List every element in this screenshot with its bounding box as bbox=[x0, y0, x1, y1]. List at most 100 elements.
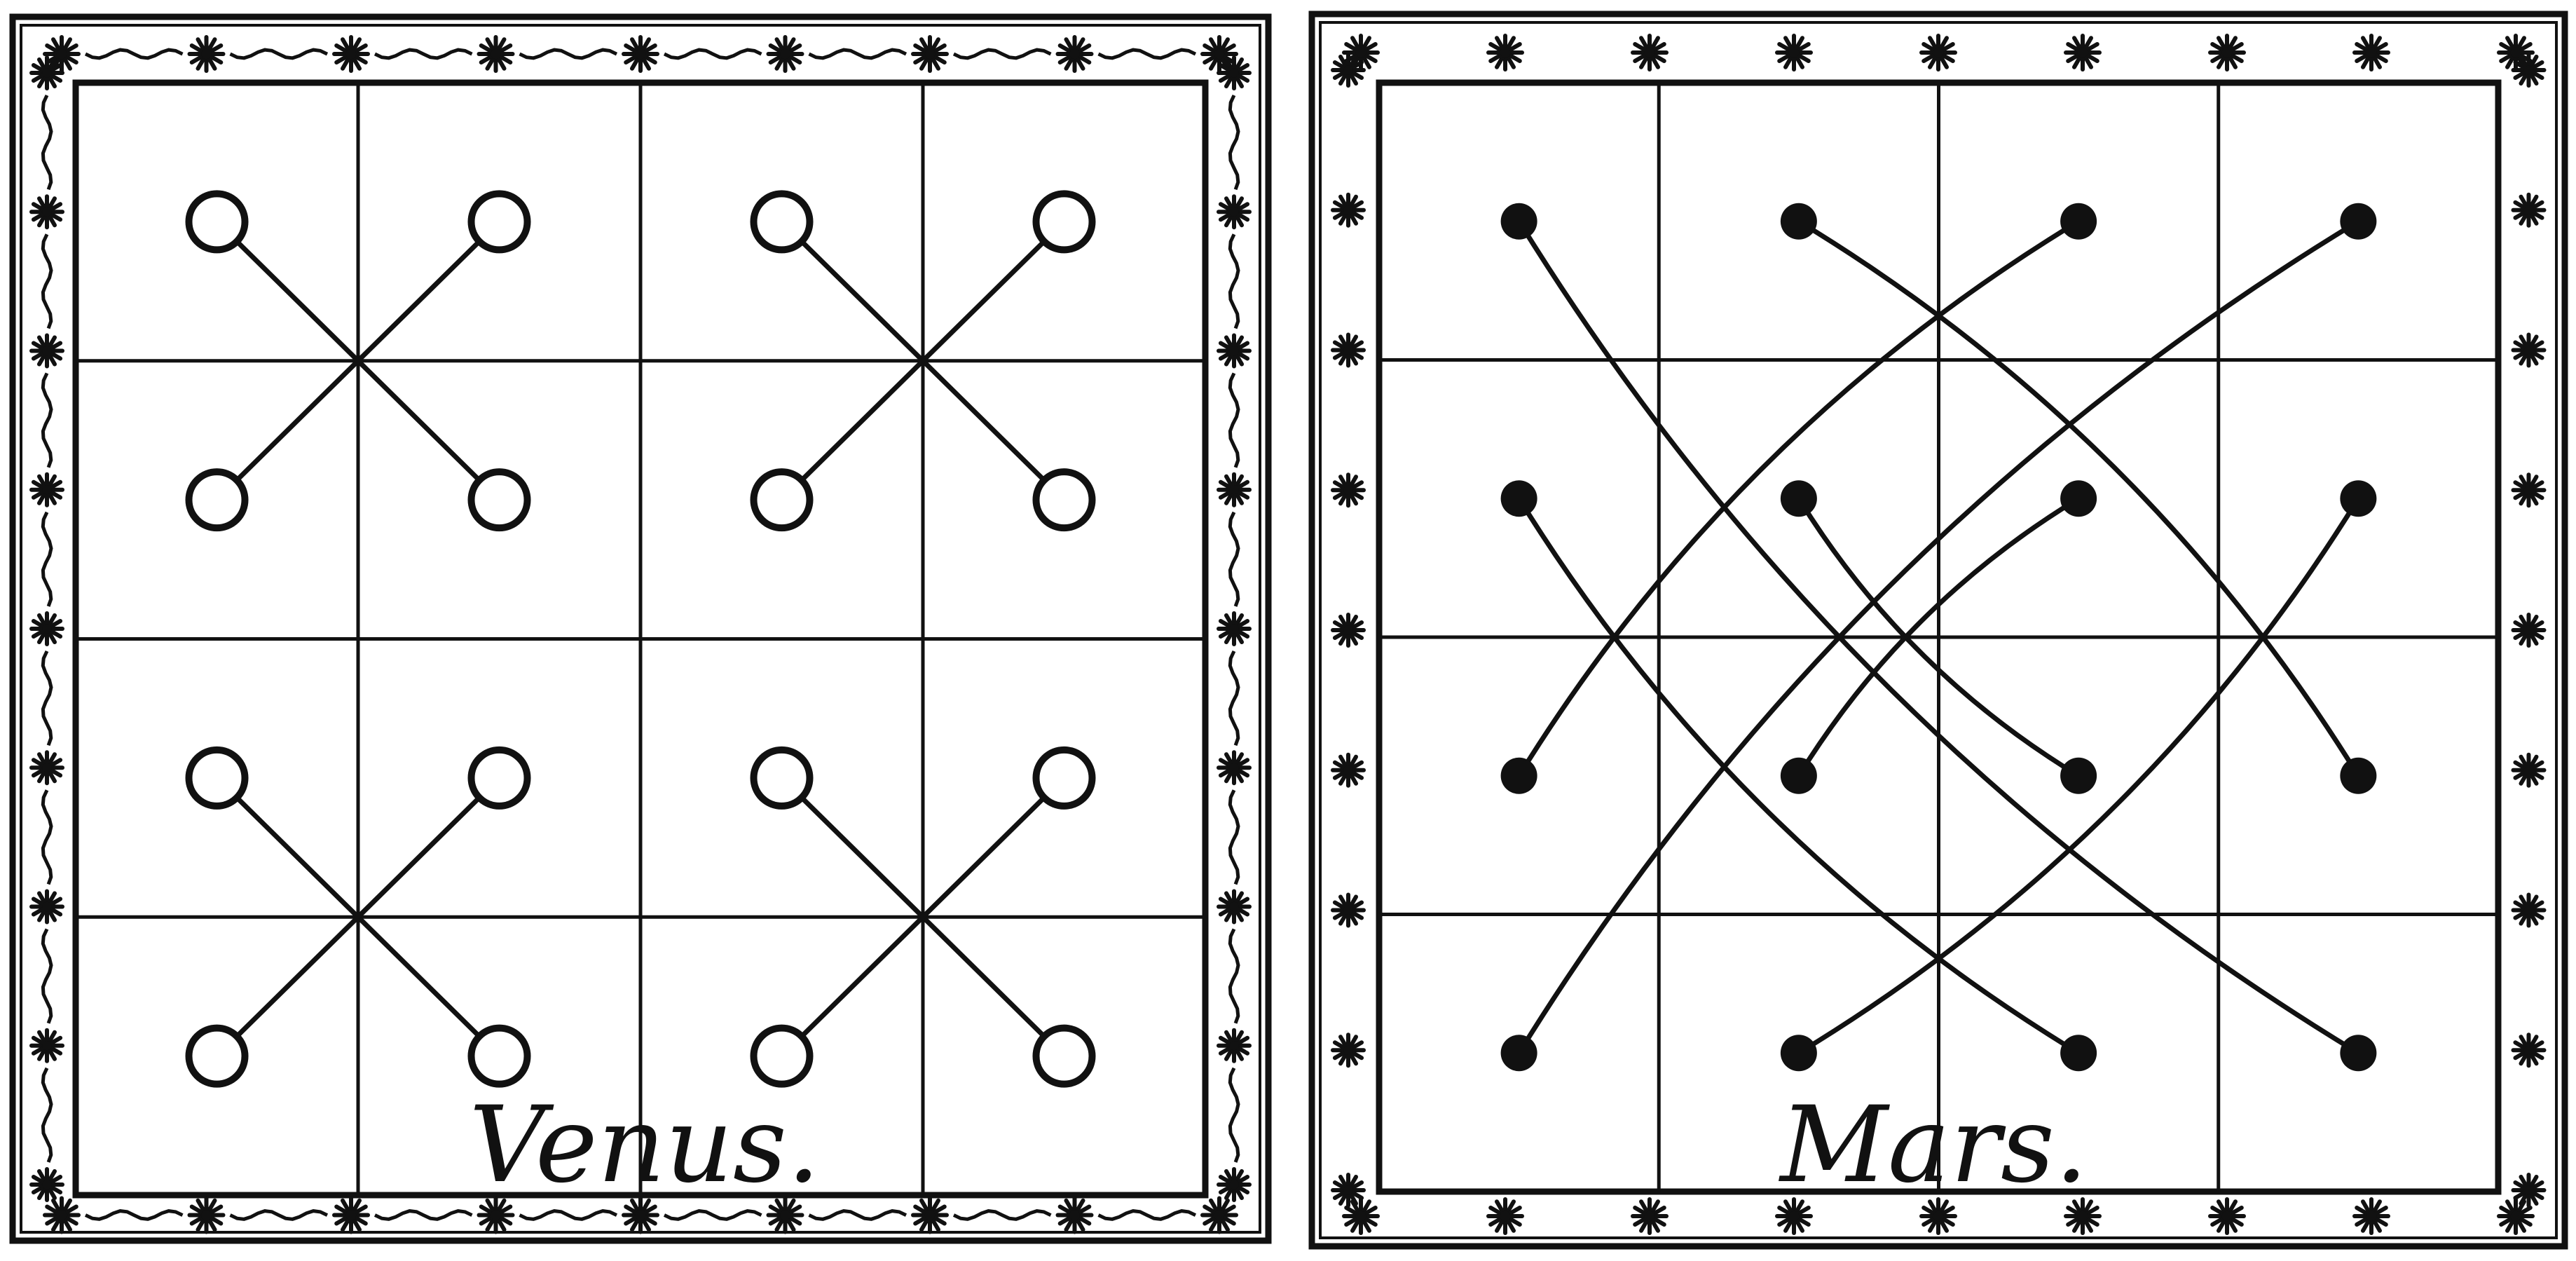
star-center bbox=[1645, 1211, 1654, 1221]
star-center bbox=[42, 902, 51, 911]
star-center bbox=[2524, 625, 2533, 634]
filled-marker bbox=[2340, 758, 2376, 794]
filled-marker bbox=[1781, 480, 1817, 517]
filled-marker bbox=[1501, 1035, 1537, 1071]
star-center bbox=[1229, 346, 1238, 355]
filled-marker bbox=[2340, 1035, 2376, 1071]
star-center bbox=[1229, 485, 1238, 494]
star-center bbox=[1229, 1180, 1238, 1189]
filled-marker bbox=[1781, 203, 1817, 240]
star-center bbox=[2524, 906, 2533, 915]
mars-caption: Mars. bbox=[1778, 1084, 2088, 1206]
star-center bbox=[636, 49, 645, 59]
star-center bbox=[1343, 1185, 1352, 1194]
filled-marker bbox=[2060, 1035, 2097, 1071]
star-center bbox=[2222, 1211, 2232, 1221]
star-center bbox=[42, 68, 51, 77]
filled-marker bbox=[1501, 758, 1537, 794]
star-center bbox=[42, 1041, 51, 1050]
star-center bbox=[1343, 906, 1352, 915]
star-center bbox=[1343, 65, 1352, 74]
star-center bbox=[1789, 48, 1799, 57]
star-center bbox=[1069, 49, 1079, 59]
hollow-marker bbox=[754, 193, 810, 250]
star-center bbox=[1343, 486, 1352, 495]
star-center bbox=[2222, 48, 2232, 57]
hollow-marker bbox=[472, 750, 528, 806]
star-center bbox=[346, 1210, 356, 1220]
star-center bbox=[1343, 625, 1352, 634]
star-center bbox=[1229, 207, 1238, 217]
star-center bbox=[57, 49, 67, 59]
filled-marker bbox=[2060, 203, 2097, 240]
star-center bbox=[491, 49, 500, 59]
hollow-marker bbox=[189, 472, 245, 528]
star-center bbox=[2524, 486, 2533, 495]
star-center bbox=[1229, 68, 1238, 77]
star-center bbox=[1500, 48, 1510, 57]
star-center bbox=[780, 49, 790, 59]
star-center bbox=[201, 1210, 211, 1220]
star-center bbox=[1343, 1046, 1352, 1055]
hollow-marker bbox=[472, 472, 528, 528]
star-center bbox=[2511, 1211, 2521, 1221]
star-center bbox=[42, 346, 51, 355]
hollow-marker bbox=[472, 193, 528, 250]
hollow-marker bbox=[189, 750, 245, 806]
hollow-marker bbox=[189, 193, 245, 250]
star-center bbox=[1214, 1210, 1224, 1220]
star-center bbox=[1645, 48, 1654, 57]
hollow-marker bbox=[1036, 193, 1092, 250]
filled-marker bbox=[2340, 203, 2376, 240]
filled-marker bbox=[1781, 758, 1817, 794]
star-center bbox=[1933, 48, 1943, 57]
filled-marker bbox=[1501, 203, 1537, 240]
star-center bbox=[1229, 624, 1238, 633]
star-center bbox=[1933, 1211, 1943, 1221]
filled-marker bbox=[2340, 480, 2376, 517]
star-center bbox=[925, 49, 935, 59]
hollow-marker bbox=[472, 1028, 528, 1084]
star-center bbox=[2078, 1211, 2088, 1221]
venus-caption: Venus. bbox=[469, 1084, 820, 1206]
hollow-marker bbox=[1036, 750, 1092, 806]
star-center bbox=[1229, 763, 1238, 772]
star-center bbox=[42, 485, 51, 494]
star-center bbox=[1343, 765, 1352, 775]
star-center bbox=[1356, 1211, 1366, 1221]
star-center bbox=[42, 207, 51, 217]
hollow-marker bbox=[754, 472, 810, 528]
star-center bbox=[491, 1210, 500, 1220]
star-center bbox=[1343, 205, 1352, 214]
star-center bbox=[2524, 765, 2533, 775]
star-center bbox=[780, 1210, 790, 1220]
hollow-marker bbox=[1036, 1028, 1092, 1084]
filled-marker bbox=[1781, 1035, 1817, 1071]
hollow-marker bbox=[1036, 472, 1092, 528]
star-center bbox=[201, 49, 211, 59]
star-center bbox=[2524, 346, 2533, 355]
star-center bbox=[42, 1180, 51, 1189]
star-center bbox=[925, 1210, 935, 1220]
filled-marker bbox=[1501, 480, 1537, 517]
star-center bbox=[2366, 48, 2376, 57]
star-center bbox=[2524, 205, 2533, 214]
star-center bbox=[1500, 1211, 1510, 1221]
star-center bbox=[636, 1210, 645, 1220]
filled-marker bbox=[2060, 758, 2097, 794]
star-center bbox=[2524, 65, 2533, 74]
star-center bbox=[42, 763, 51, 772]
star-center bbox=[1214, 49, 1224, 59]
hollow-marker bbox=[754, 1028, 810, 1084]
hollow-marker bbox=[189, 1028, 245, 1084]
star-center bbox=[1229, 1041, 1238, 1050]
star-center bbox=[1229, 902, 1238, 911]
star-center bbox=[1069, 1210, 1079, 1220]
filled-marker bbox=[2060, 480, 2097, 517]
star-center bbox=[2524, 1046, 2533, 1055]
star-center bbox=[2078, 48, 2088, 57]
hollow-marker bbox=[754, 750, 810, 806]
star-center bbox=[42, 624, 51, 633]
